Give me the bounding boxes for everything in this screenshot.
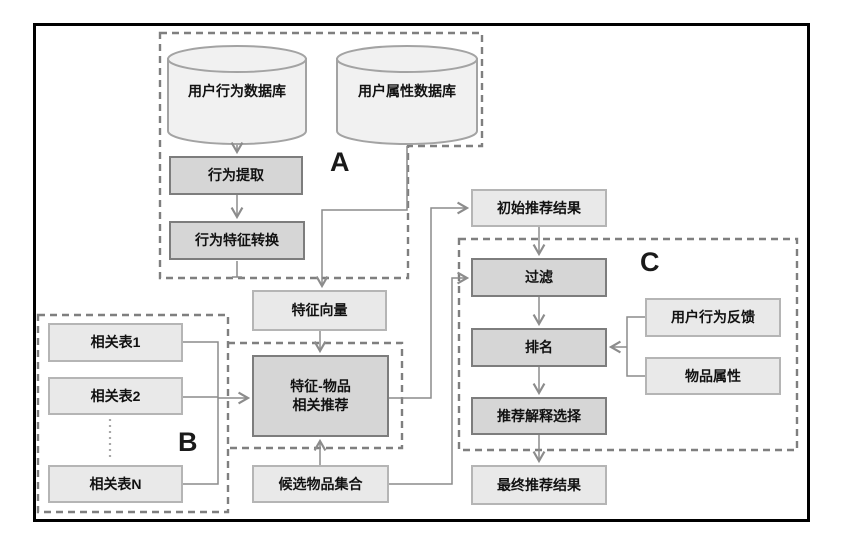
node-final-result: 最终推荐结果 [471,465,607,505]
edge-db2-to-feature-vector [315,146,408,289]
edge-feature-item-to-initial-result [389,201,470,399]
node-rank: 排名 [471,328,607,367]
edge-convert-to-boundary [232,261,242,278]
database-cylinders [167,45,478,145]
region-c-label: C [640,247,660,277]
node-behavior-feature-convert: 行为特征转换 [169,221,305,260]
node-user-behavior-db: 用户行为数据库 [188,82,286,99]
node-candidate-items: 候选物品集合 [252,465,389,503]
node-behavior-extract: 行为提取 [169,156,303,195]
edge-feedback-to-merge [626,316,645,347]
node-behavior-feedback: 用户行为反馈 [645,298,781,337]
node-initial-result: 初始推荐结果 [471,189,607,227]
user-behavior-db-cylinder [167,45,307,145]
node-related-table-n: 相关表N [48,465,183,503]
node-user-attr-db: 用户属性数据库 [358,82,456,99]
edge-itemattrs-to-merge [626,347,645,377]
node-feature-vector: 特征向量 [252,290,387,331]
connectors [108,142,645,485]
node-related-table-2: 相关表2 [48,377,183,415]
user-attr-db-cylinder [336,45,478,145]
edge-candidates-to-filter [389,271,470,485]
region-a-label: A [330,147,350,177]
node-feature-item-rec: 特征-物品 相关推荐 [252,355,389,437]
node-related-table-1: 相关表1 [48,323,183,362]
node-item-attrs: 物品属性 [645,357,781,395]
node-explain-select: 推荐解释选择 [471,397,607,435]
outer-frame [33,23,810,522]
edge-related-tables-bus [183,341,219,485]
region-b-border [36,313,230,514]
region-a-border [158,31,484,280]
region-b-label: B [178,427,198,457]
node-filter: 过滤 [471,258,607,297]
